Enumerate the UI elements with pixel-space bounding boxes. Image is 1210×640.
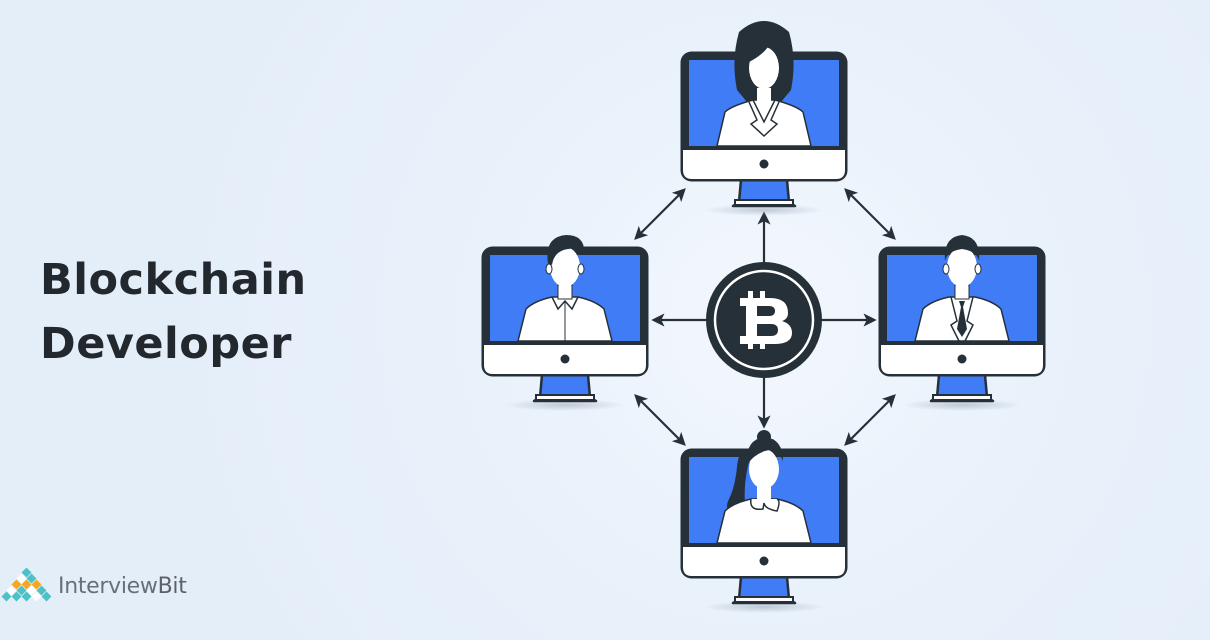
logo-text-bit: Bit — [157, 573, 187, 599]
monitor-left — [480, 234, 650, 413]
arrow-top-right — [844, 188, 896, 240]
bitcoin-icon — [706, 262, 822, 378]
arrow-bottom-left — [634, 394, 686, 446]
monitor-top — [679, 20, 849, 218]
interviewbit-logo: InterviewBit — [0, 566, 187, 606]
logo-wordmark: InterviewBit — [58, 574, 187, 599]
connection-arrows — [634, 188, 896, 446]
monitor-right — [877, 234, 1047, 413]
arrow-bottom-right — [844, 394, 896, 446]
logo-text-interview: Interview — [58, 573, 158, 599]
monitor-bottom — [679, 429, 849, 615]
title-line-1: Blockchain — [40, 255, 307, 305]
arrow-top-left — [634, 188, 686, 240]
diamond-pyramid-icon — [1, 568, 52, 602]
page-title: Blockchain Developer — [40, 248, 307, 376]
title-line-2: Developer — [40, 319, 292, 369]
